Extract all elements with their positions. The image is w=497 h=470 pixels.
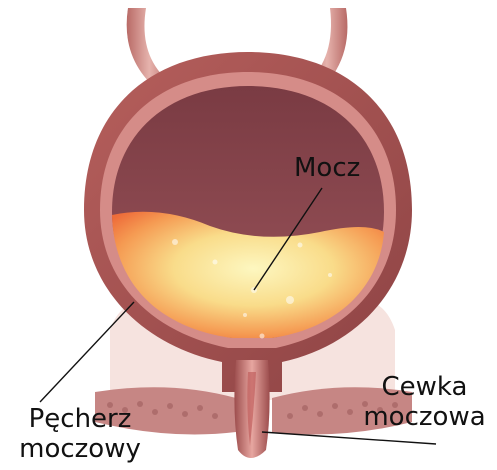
label-bladder-line1: Pęcherz (0, 404, 160, 434)
label-bladder: Pęcherz moczowy (0, 404, 160, 464)
label-urethra: Cewka moczowa (352, 372, 497, 432)
label-urine: Mocz (294, 153, 360, 183)
leader-line-urethra (262, 432, 436, 444)
label-urethra-line2: moczowa (352, 402, 497, 432)
label-bladder-line2: moczowy (0, 434, 160, 464)
label-urine-text: Mocz (294, 153, 360, 183)
label-urethra-line1: Cewka (352, 372, 497, 402)
